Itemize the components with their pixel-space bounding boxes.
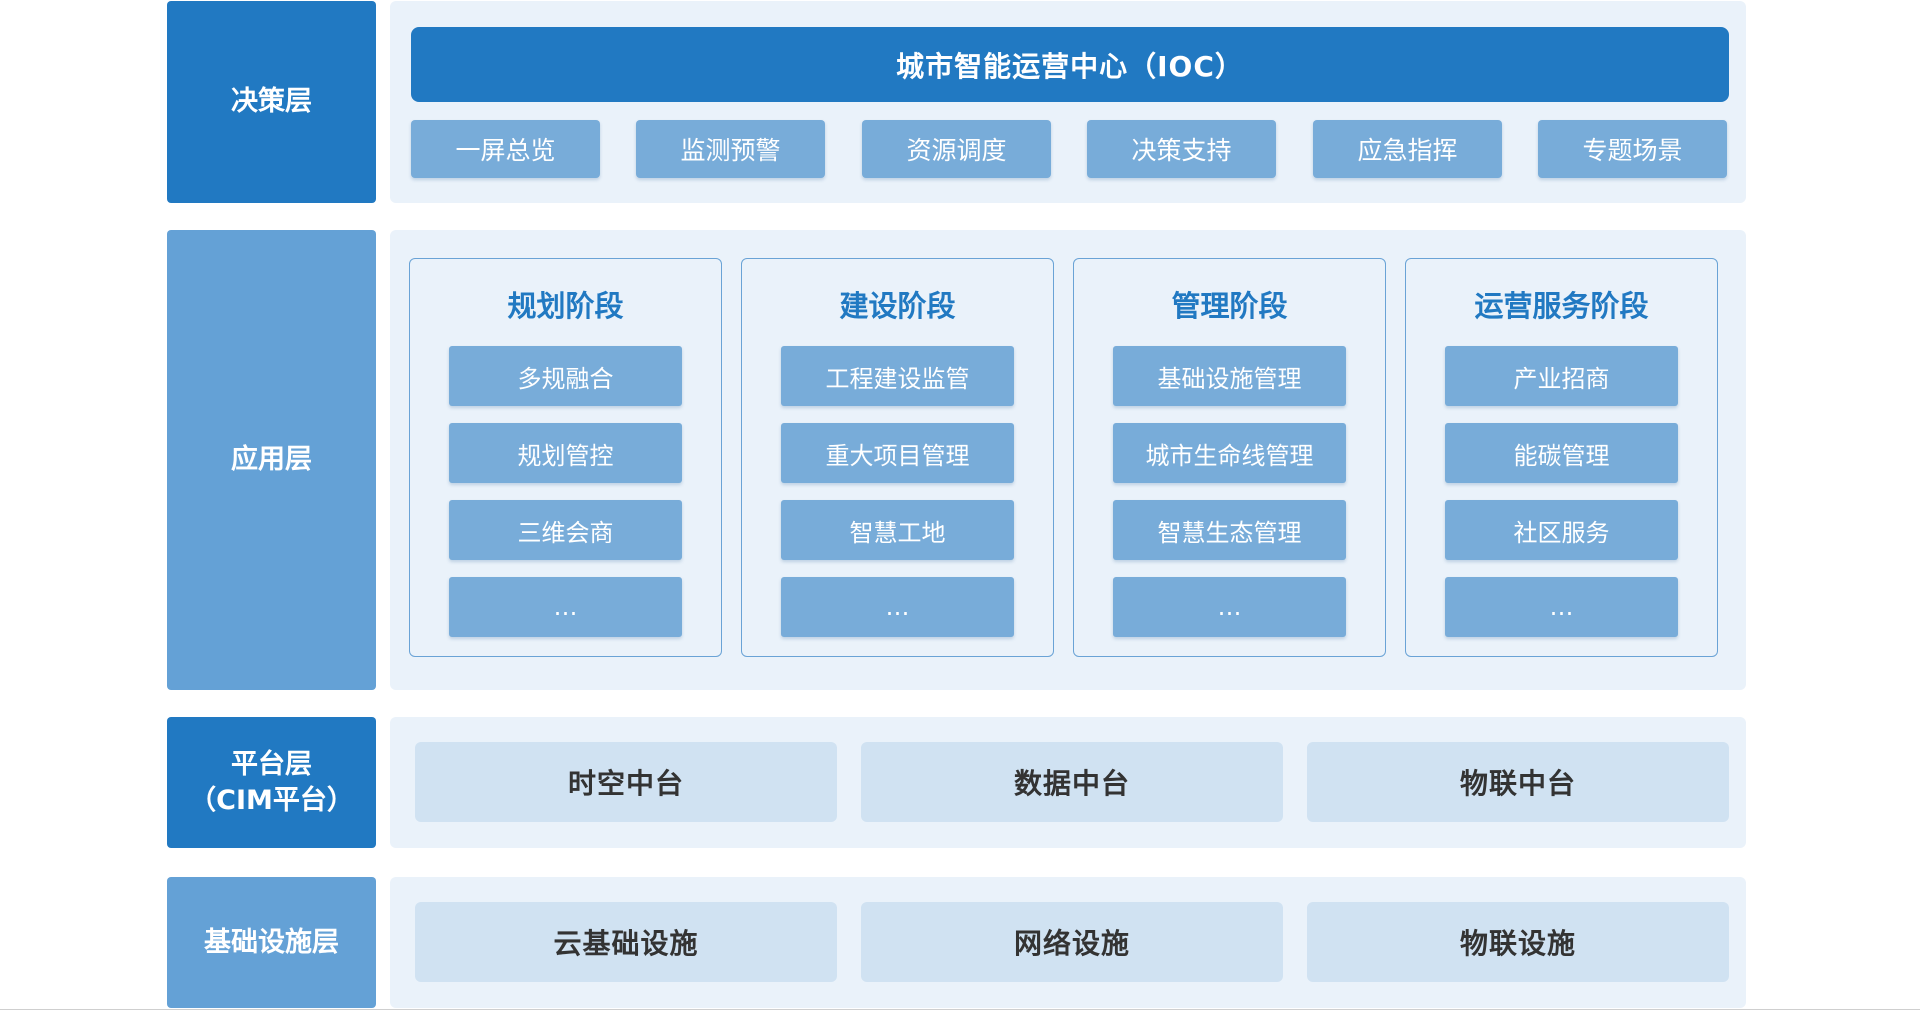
data-platform-box: 数据中台 [861,742,1283,822]
stage-item-more: … [781,577,1014,637]
decision-button-emergency: 应急指挥 [1313,120,1502,178]
stage-item: 工程建设监管 [781,346,1014,406]
iot-platform-box: 物联中台 [1307,742,1729,822]
iot-infrastructure-box: 物联设施 [1307,902,1729,982]
decision-button-support: 决策支持 [1087,120,1276,178]
ioc-title-bar: 城市智能运营中心（IOC） [411,27,1729,102]
stage-title: 管理阶段 [1171,289,1288,323]
stage-item: 重大项目管理 [781,423,1014,483]
network-infrastructure-box: 网络设施 [861,902,1283,982]
stage-item: 基础设施管理 [1113,346,1346,406]
platform-layer-label-line2: （CIM平台） [189,784,354,816]
decision-button-scenario: 专题场景 [1538,120,1727,178]
stage-item: 规划管控 [449,423,682,483]
infrastructure-layer-label: 基础设施层 [167,877,376,1008]
stage-card-management: 管理阶段 基础设施管理 城市生命线管理 智慧生态管理 … [1073,258,1386,657]
platform-layer-label: 平台层 （CIM平台） [167,717,376,848]
stage-card-construction: 建设阶段 工程建设监管 重大项目管理 智慧工地 … [741,258,1054,657]
application-layer-label: 应用层 [167,230,376,690]
spatiotemporal-platform-box: 时空中台 [415,742,837,822]
stage-item: 能碳管理 [1445,423,1678,483]
decision-button-overview: 一屏总览 [411,120,600,178]
stage-item-more: … [449,577,682,637]
stage-item: 产业招商 [1445,346,1678,406]
stage-item: 智慧生态管理 [1113,500,1346,560]
stage-item: 智慧工地 [781,500,1014,560]
decision-button-monitoring: 监测预警 [636,120,825,178]
decision-button-dispatch: 资源调度 [862,120,1051,178]
cloud-infrastructure-box: 云基础设施 [415,902,837,982]
decision-layer-label: 决策层 [167,1,376,203]
stage-title: 规划阶段 [507,289,624,323]
stage-item: 三维会商 [449,500,682,560]
stage-card-planning: 规划阶段 多规融合 规划管控 三维会商 … [409,258,722,657]
stage-item: 社区服务 [1445,500,1678,560]
platform-layer-label-line1: 平台层 [231,749,312,781]
stage-item: 城市生命线管理 [1113,423,1346,483]
stage-card-operation-service: 运营服务阶段 产业招商 能碳管理 社区服务 … [1405,258,1718,657]
stage-item-more: … [1445,577,1678,637]
stage-title: 建设阶段 [839,289,956,323]
stage-item: 多规融合 [449,346,682,406]
stage-item-more: … [1113,577,1346,637]
stage-title: 运营服务阶段 [1474,289,1649,323]
